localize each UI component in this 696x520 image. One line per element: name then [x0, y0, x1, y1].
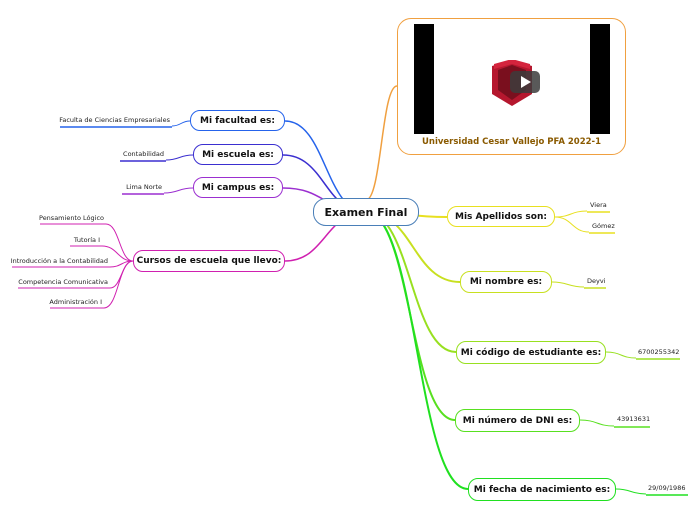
node-student-code[interactable]: Mi código de estudiante es:	[456, 341, 606, 364]
leaf-link	[552, 282, 584, 287]
leaf-link	[616, 489, 646, 494]
video-card[interactable]: Universidad Cesar Vallejo PFA 2022-1	[397, 18, 626, 155]
leaf-surname[interactable]: Gómez	[592, 222, 615, 230]
leaf-course[interactable]: Pensamiento Lógico	[10, 214, 104, 222]
node-school[interactable]: Mi escuela es:	[193, 144, 283, 165]
leaf-link	[555, 217, 589, 232]
leaf-faculty[interactable]: Faculta de Ciencias Empresariales	[40, 116, 170, 124]
video-caption: Universidad Cesar Vallejo PFA 2022-1	[398, 137, 625, 147]
leaf-course[interactable]: Administración I	[10, 298, 102, 306]
node-courses[interactable]: Cursos de escuela que llevo:	[133, 250, 285, 272]
leaf-link	[555, 211, 587, 217]
leaf-school[interactable]: Contabilidad	[100, 150, 164, 158]
play-icon[interactable]	[510, 71, 540, 93]
video-letterbox-left	[414, 24, 434, 134]
leaf-student-code[interactable]: 6700255342	[638, 348, 679, 356]
leaf-campus[interactable]: Lima Norte	[100, 183, 162, 191]
leaf-course[interactable]: Competencia Comunicativa	[4, 278, 108, 286]
node-dni[interactable]: Mi número de DNI es:	[455, 409, 580, 432]
node-surnames[interactable]: Mis Apellidos son:	[447, 206, 555, 227]
leaf-name[interactable]: Deyvi	[587, 277, 606, 285]
leaf-link	[172, 121, 190, 126]
leaf-course[interactable]: Tutoría I	[10, 236, 100, 244]
leaf-link	[580, 420, 614, 426]
leaf-link	[164, 188, 193, 193]
node-birthdate[interactable]: Mi fecha de nacimiento es:	[468, 478, 616, 501]
leaf-surname[interactable]: Viera	[590, 201, 607, 209]
video-thumbnail[interactable]	[414, 24, 610, 134]
connector-right	[366, 212, 456, 352]
node-name[interactable]: Mi nombre es:	[460, 271, 552, 293]
node-campus[interactable]: Mi campus es:	[193, 177, 283, 198]
leaf-dni[interactable]: 43913631	[617, 415, 650, 423]
central-topic[interactable]: Examen Final	[313, 198, 419, 226]
node-faculty[interactable]: Mi facultad es:	[190, 110, 285, 131]
leaf-link	[104, 261, 133, 308]
video-letterbox-right	[590, 24, 610, 134]
leaf-link	[606, 352, 636, 358]
leaf-course[interactable]: Introducción a la Contabilidad	[4, 257, 108, 265]
leaf-link	[166, 155, 193, 160]
connector-video	[366, 86, 397, 200]
leaf-birthdate[interactable]: 29/09/1986	[648, 484, 685, 492]
